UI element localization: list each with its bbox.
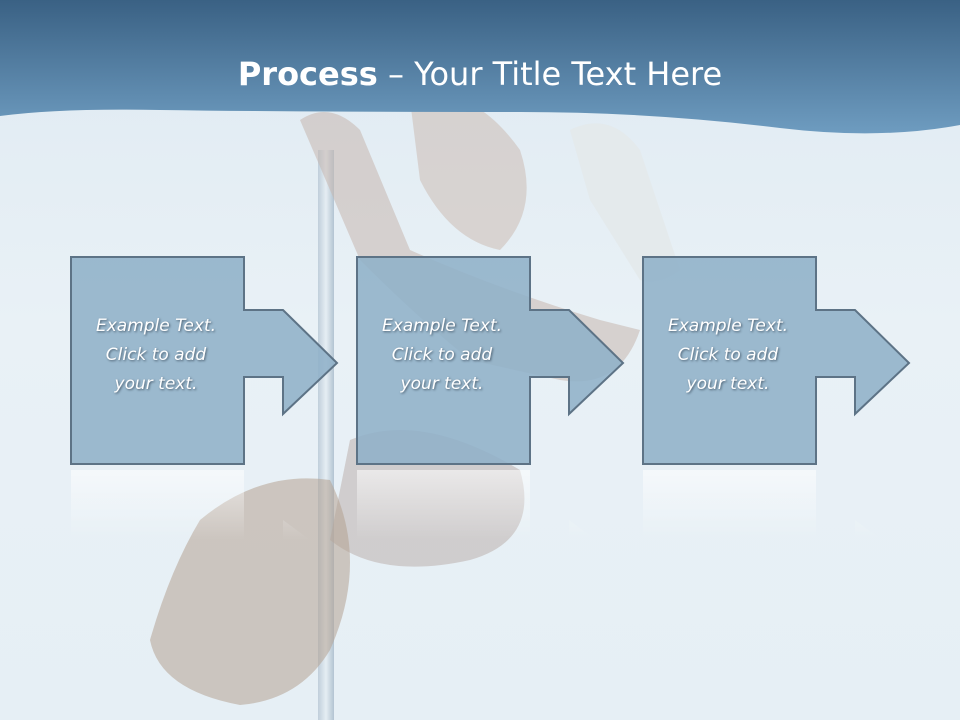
legwarmer-shape xyxy=(570,123,680,282)
step-text-line: your text. xyxy=(400,374,484,394)
step-reflection xyxy=(357,470,596,540)
header-band xyxy=(0,0,960,134)
arrow-box-shape xyxy=(70,256,339,465)
step-text-line: Example Text. xyxy=(667,316,789,336)
title-rest: – Your Title Text Here xyxy=(377,55,723,93)
process-step-3[interactable]: Example Text. Click to add your text. xyxy=(642,256,912,468)
step-reflection xyxy=(71,470,310,540)
page-title[interactable]: Process – Your Title Text Here xyxy=(0,52,960,96)
step-text-line: your text. xyxy=(686,374,770,394)
title-bold: Process xyxy=(237,55,378,93)
step-text-line: Click to add xyxy=(391,345,493,365)
figure-leg2-shape xyxy=(410,95,527,250)
step-text-line: Click to add xyxy=(677,345,779,365)
step-text-line: Click to add xyxy=(105,345,207,365)
step-reflection xyxy=(643,470,882,540)
step-text-line: Example Text. xyxy=(95,316,217,336)
step-text: Example Text. Click to add your text. xyxy=(356,312,528,399)
process-step-2[interactable]: Example Text. Click to add your text. xyxy=(356,256,626,468)
step-text-line: Example Text. xyxy=(381,316,503,336)
step-text: Example Text. Click to add your text. xyxy=(70,312,242,399)
arrow-box-shape xyxy=(642,256,911,465)
step-text-line: your text. xyxy=(114,374,198,394)
process-step-1[interactable]: Example Text. Click to add your text. xyxy=(70,256,340,468)
step-text: Example Text. Click to add your text. xyxy=(642,312,814,399)
arrow-box-shape xyxy=(356,256,625,465)
